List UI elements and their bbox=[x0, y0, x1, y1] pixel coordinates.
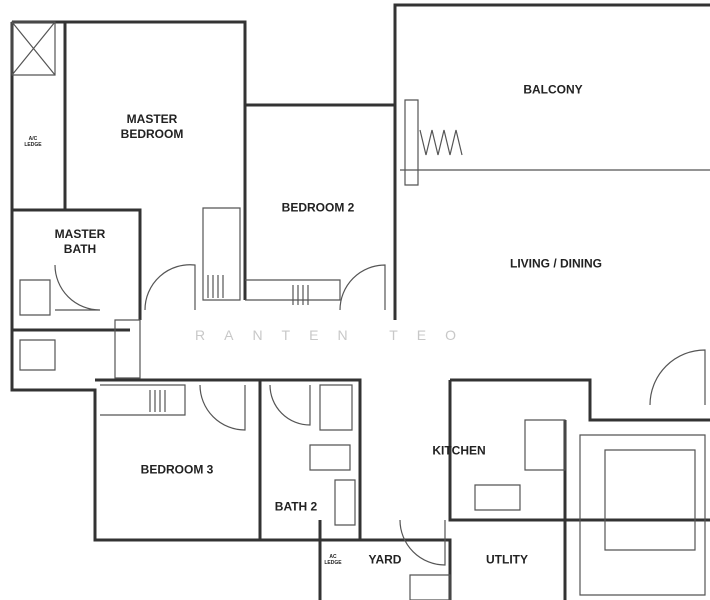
label-line: BEDROOM bbox=[120, 127, 184, 141]
label-line: A/C bbox=[28, 136, 38, 142]
label-line: LEDGE bbox=[324, 560, 342, 566]
room-label-kitchen: KITCHEN bbox=[432, 443, 486, 458]
room-label-bath-2: BATH 2 bbox=[274, 499, 318, 514]
label-line: AC bbox=[329, 554, 337, 560]
room-label-balcony: BALCONY bbox=[523, 82, 583, 97]
room-label-yard: YARD bbox=[368, 552, 402, 567]
label-line: BATH bbox=[63, 242, 97, 256]
room-label-utility: UTLITY bbox=[486, 552, 528, 567]
room-label-bedroom-3: BEDROOM 3 bbox=[140, 462, 214, 477]
room-label-living-dining: LIVING / DINING bbox=[509, 256, 603, 271]
label-line: LEDGE bbox=[24, 142, 42, 148]
label-line: MASTER bbox=[54, 227, 106, 241]
room-label-bedroom-2: BEDROOM 2 bbox=[281, 200, 355, 215]
label-line: MASTER bbox=[126, 112, 178, 126]
watermark: RANTEN TEO bbox=[195, 327, 475, 343]
